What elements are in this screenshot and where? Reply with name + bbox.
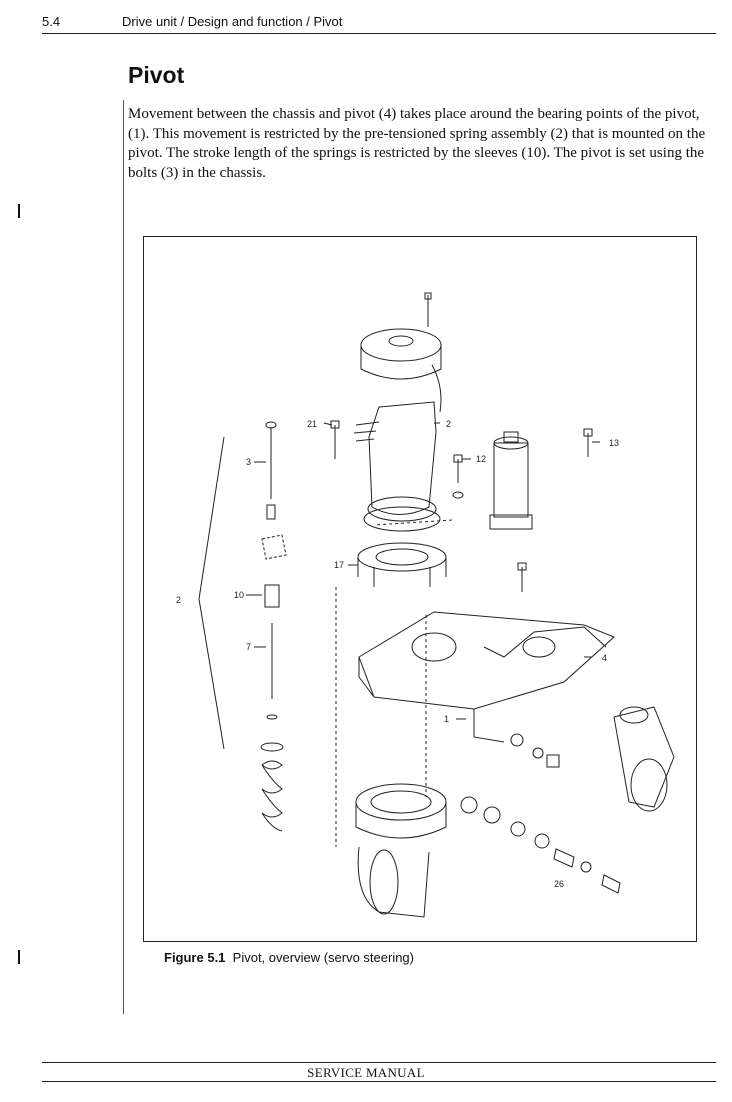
footer-text: SERVICE MANUAL bbox=[307, 1065, 425, 1080]
spring bbox=[261, 760, 283, 832]
sleeve-10 bbox=[264, 584, 280, 608]
pivot-bearing bbox=[355, 783, 447, 821]
callout-2-spring: 2 bbox=[176, 595, 181, 605]
callout-21: 21 bbox=[307, 419, 317, 429]
caption-number: Figure 5.1 bbox=[164, 950, 226, 965]
change-bar bbox=[18, 950, 20, 964]
motor-cable bbox=[431, 364, 442, 413]
figure-frame: 21 2 13 12 3 17 2 10 7 4 1 26 bbox=[143, 236, 697, 942]
caster-fork bbox=[613, 706, 675, 808]
motor-bolt-head bbox=[424, 292, 432, 300]
bearing-ring bbox=[357, 542, 447, 572]
header-rule bbox=[42, 33, 716, 34]
servo-motor-body bbox=[368, 401, 437, 515]
callout-17: 17 bbox=[334, 560, 344, 570]
callout-13: 13 bbox=[609, 438, 619, 448]
callout-10: 10 bbox=[234, 590, 244, 600]
roller-bracket bbox=[493, 442, 529, 518]
motor-cap-top bbox=[360, 328, 442, 362]
section-title: Drive unit / Design and function / Pivot bbox=[122, 14, 343, 29]
callout-2: 2 bbox=[446, 419, 451, 429]
callout-4: 4 bbox=[602, 653, 607, 663]
caption-text: Pivot, overview (servo steering) bbox=[232, 950, 414, 965]
motor-cap-body bbox=[360, 345, 442, 380]
callout-26: 26 bbox=[554, 879, 564, 889]
chassis-plate bbox=[358, 611, 615, 710]
drive-wheel bbox=[357, 846, 430, 918]
servo-motor-base bbox=[363, 506, 441, 532]
exploded-view-drawing: 21 2 13 12 3 17 2 10 7 4 1 26 bbox=[176, 292, 675, 918]
change-bar bbox=[18, 204, 20, 218]
caster-wheel bbox=[630, 758, 668, 812]
section-number: 5.4 bbox=[42, 14, 61, 29]
callout-12: 12 bbox=[476, 454, 486, 464]
footer-rule-top bbox=[42, 1062, 716, 1063]
body-paragraph: Movement between the chassis and pivot (… bbox=[128, 106, 706, 181]
motor-wires bbox=[353, 421, 380, 442]
callout-3: 3 bbox=[246, 457, 251, 467]
page-title: Pivot bbox=[128, 62, 185, 88]
margin-rule bbox=[123, 100, 124, 1014]
callout-1: 1 bbox=[444, 714, 449, 724]
figure-caption: Figure 5.1 Pivot, overview (servo steeri… bbox=[164, 950, 414, 965]
callout-7: 7 bbox=[246, 642, 251, 652]
servo-motor-flange bbox=[367, 496, 437, 522]
footer-rule-bottom bbox=[42, 1081, 716, 1082]
motor-cap-hole bbox=[388, 335, 414, 347]
